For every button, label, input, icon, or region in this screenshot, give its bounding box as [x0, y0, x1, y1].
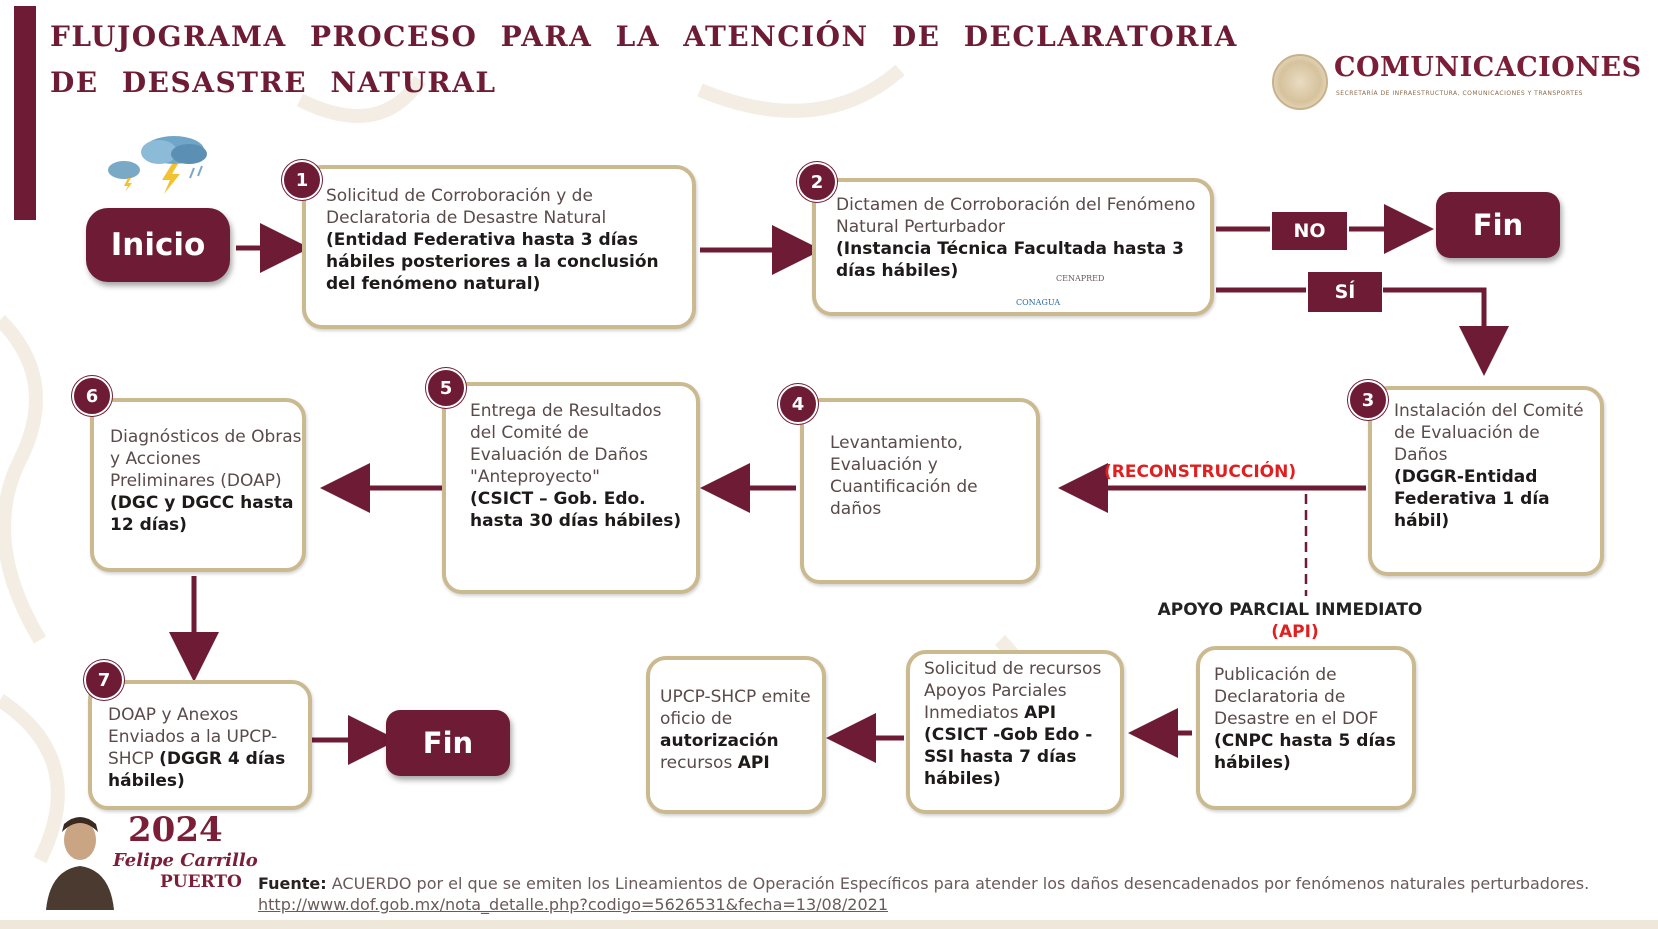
step-3-responsible: (DGGR-Entidad Federativa 1 día hábil) — [1394, 467, 1550, 531]
logo-subtitle: SECRETARÍA DE INFRAESTRUCTURA, COMUNICAC… — [1336, 90, 1583, 97]
decision-no: NO — [1272, 212, 1347, 250]
step-7-box: DOAP y Anexos Enviados a la UPCP-SHCP (D… — [88, 680, 312, 810]
api-request-responsible: (CSICT -Gob Edo - SSI hasta 7 días hábil… — [924, 725, 1093, 789]
source-footer: Fuente: ACUERDO por el que se emiten los… — [258, 873, 1618, 915]
step-2-text: Dictamen de Corroboración del Fenómeno N… — [836, 195, 1196, 237]
end-node-bottom: Fin — [386, 710, 510, 776]
step-2-number: 2 — [797, 162, 837, 202]
step-3-number: 3 — [1348, 380, 1388, 420]
step-7-text: DOAP y Anexos Enviados a la UPCP-SHCP — [108, 705, 278, 769]
api-label: APOYO PARCIAL INMEDIATO — [1157, 600, 1423, 620]
end-node-top: Fin — [1436, 192, 1560, 258]
step-3-text: Instalación del Comité de Evaluación de … — [1394, 401, 1584, 465]
step-2-responsible: (Instancia Técnica Facultada hasta 3 día… — [836, 239, 1184, 281]
start-node: Inicio — [86, 208, 230, 282]
step-4-text: Levantamiento, Evaluación y Cuantificaci… — [830, 433, 978, 519]
upcp-authorization: autorización — [660, 731, 779, 751]
brand-year: 2024 — [128, 810, 223, 850]
decision-yes: SÍ — [1308, 272, 1382, 312]
step-5-responsible: (CSICT – Gob. Edo. hasta 30 días hábiles… — [470, 489, 682, 531]
step-5-box: Entrega de Resultados del Comité de Eval… — [442, 382, 700, 594]
accent-bar — [14, 6, 36, 220]
publication-responsible: (CNPC hasta 5 días hábiles) — [1214, 731, 1396, 773]
brand-name: Felipe Carrillo — [113, 850, 258, 871]
upcp-api: API — [737, 753, 770, 773]
step-2-box: Dictamen de Corroboración del Fenómeno N… — [812, 178, 1214, 316]
api-request-api: API — [1024, 703, 1057, 723]
step-1-number: 1 — [282, 160, 322, 200]
upcp-box: UPCP-SHCP emite oficio de autorización r… — [646, 656, 826, 814]
brand-2024: 2024 Felipe Carrillo PUERTO — [40, 810, 258, 910]
step-1-box: Solicitud de Corroboración y de Declarat… — [302, 165, 696, 329]
reconstruction-label: (RECONSTRUCCIÓN) — [1104, 462, 1297, 482]
footer-link[interactable]: http://www.dof.gob.mx/nota_detalle.php?c… — [258, 895, 888, 914]
step-6-responsible: (DGC y DGCC hasta 12 días) — [110, 493, 294, 535]
api-request-box: Solicitud de recursos Apoyos Parciales I… — [906, 650, 1124, 814]
footer-label: Fuente: — [258, 874, 327, 893]
seal-icon — [1272, 54, 1328, 110]
step-7-responsible: (DGGR 4 días hábiles) — [108, 749, 286, 791]
brand-surname: PUERTO — [160, 872, 242, 892]
cenapred-logo: CENAPRED — [1056, 274, 1105, 283]
step-3-box: Instalación del Comité de Evaluación de … — [1368, 386, 1604, 576]
step-6-text: Diagnósticos de Obras y Acciones Prelimi… — [110, 427, 302, 491]
step-1-text: Solicitud de Corroboración y de Declarat… — [326, 186, 607, 228]
logo-name: COMUNICACIONES — [1334, 52, 1642, 83]
step-5-text: Entrega de Resultados del Comité de Eval… — [470, 401, 662, 487]
page-title: FLUJOGRAMA PROCESO PARA LA ATENCIÓN DE D… — [50, 20, 1238, 99]
step-4-box: Levantamiento, Evaluación y Cuantificaci… — [800, 398, 1040, 584]
step-6-box: Diagnósticos de Obras y Acciones Prelimi… — [90, 398, 306, 572]
step-1-responsible: (Entidad Federativa hasta 3 días hábiles… — [326, 230, 659, 294]
step-4-number: 4 — [778, 384, 818, 424]
upcp-text: UPCP-SHCP emite oficio de — [660, 687, 811, 729]
publication-box: Publicación de Declaratoria de Desastre … — [1196, 646, 1416, 810]
storm-cloud-icon — [108, 136, 207, 194]
upcp-resources: recursos — [660, 753, 733, 773]
api-abbreviation: (API) — [1271, 622, 1319, 642]
conagua-logo: CONAGUA — [1016, 298, 1061, 307]
comunicaciones-logo: COMUNICACIONES SECRETARÍA DE INFRAESTRUC… — [1272, 50, 1642, 110]
step-7-number: 7 — [84, 660, 124, 700]
step-5-number: 5 — [426, 368, 466, 408]
portrait-icon — [46, 817, 114, 910]
publication-text: Publicación de Declaratoria de Desastre … — [1214, 665, 1379, 729]
step-6-number: 6 — [72, 376, 112, 416]
bottom-band — [0, 920, 1658, 929]
footer-text: ACUERDO por el que se emiten los Lineami… — [331, 874, 1590, 893]
api-request-text: Solicitud de recursos Apoyos Parciales I… — [924, 659, 1102, 723]
